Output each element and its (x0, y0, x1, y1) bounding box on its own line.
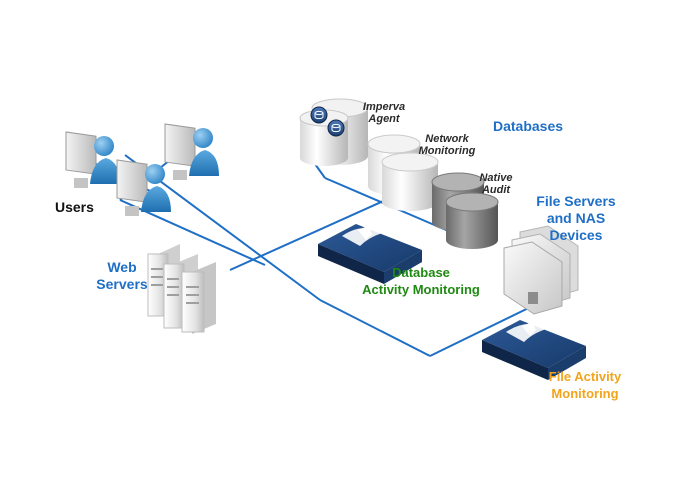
imperva-agent-label: Imperva Agent (360, 101, 408, 125)
user-workstation-icon (116, 159, 171, 216)
imperva-agent-label-line2: Agent (368, 113, 400, 125)
database-activity-monitoring-label-line1: Database (392, 265, 450, 280)
users-label: Users (55, 199, 94, 215)
native-audit-label-line1: Native (479, 172, 513, 184)
web-servers-label: Web Servers (92, 259, 152, 293)
network-monitoring-label: Network Monitoring (416, 133, 478, 157)
file-activity-monitoring-label: File Activity Monitoring (540, 368, 630, 402)
databases-label: Databases (493, 118, 564, 134)
file-servers-label-line3: Devices (549, 227, 603, 243)
native-audit-label-line2: Audit (481, 184, 511, 196)
database-activity-monitoring-label: Database Activity Monitoring (352, 264, 490, 298)
imperva-appliance-icon (318, 224, 422, 284)
file-servers-label-line2: and NAS (546, 210, 606, 226)
native-audit-label: Native Audit (476, 172, 516, 196)
file-activity-monitoring-label-line1: File Activity (548, 369, 622, 384)
imperva-agent-badge-icon (327, 119, 345, 137)
web-servers-label-line2: Servers (96, 276, 148, 292)
web-servers-label-line1: Web (107, 259, 137, 275)
file-servers-label: File Servers and NAS Devices (528, 193, 624, 244)
file-servers-label-line1: File Servers (536, 193, 616, 209)
imperva-agent-badge-icon (310, 106, 328, 124)
database-cylinder-icon (445, 192, 499, 249)
network-monitoring-label-line2: Monitoring (418, 145, 476, 157)
imperva-agent-label-line1: Imperva (362, 101, 406, 113)
file-server-icon (503, 225, 579, 315)
file-activity-monitoring-label-line2: Monitoring (551, 386, 619, 401)
database-activity-monitoring-label-line2: Activity Monitoring (362, 282, 480, 297)
server-rack-icon (147, 244, 216, 334)
user-workstation-icon (65, 131, 120, 188)
network-monitoring-label-line1: Network (425, 133, 469, 145)
user-workstation-icon (164, 123, 219, 180)
database-cylinder-icon (381, 152, 439, 211)
imperva-appliance-icon (482, 320, 586, 380)
